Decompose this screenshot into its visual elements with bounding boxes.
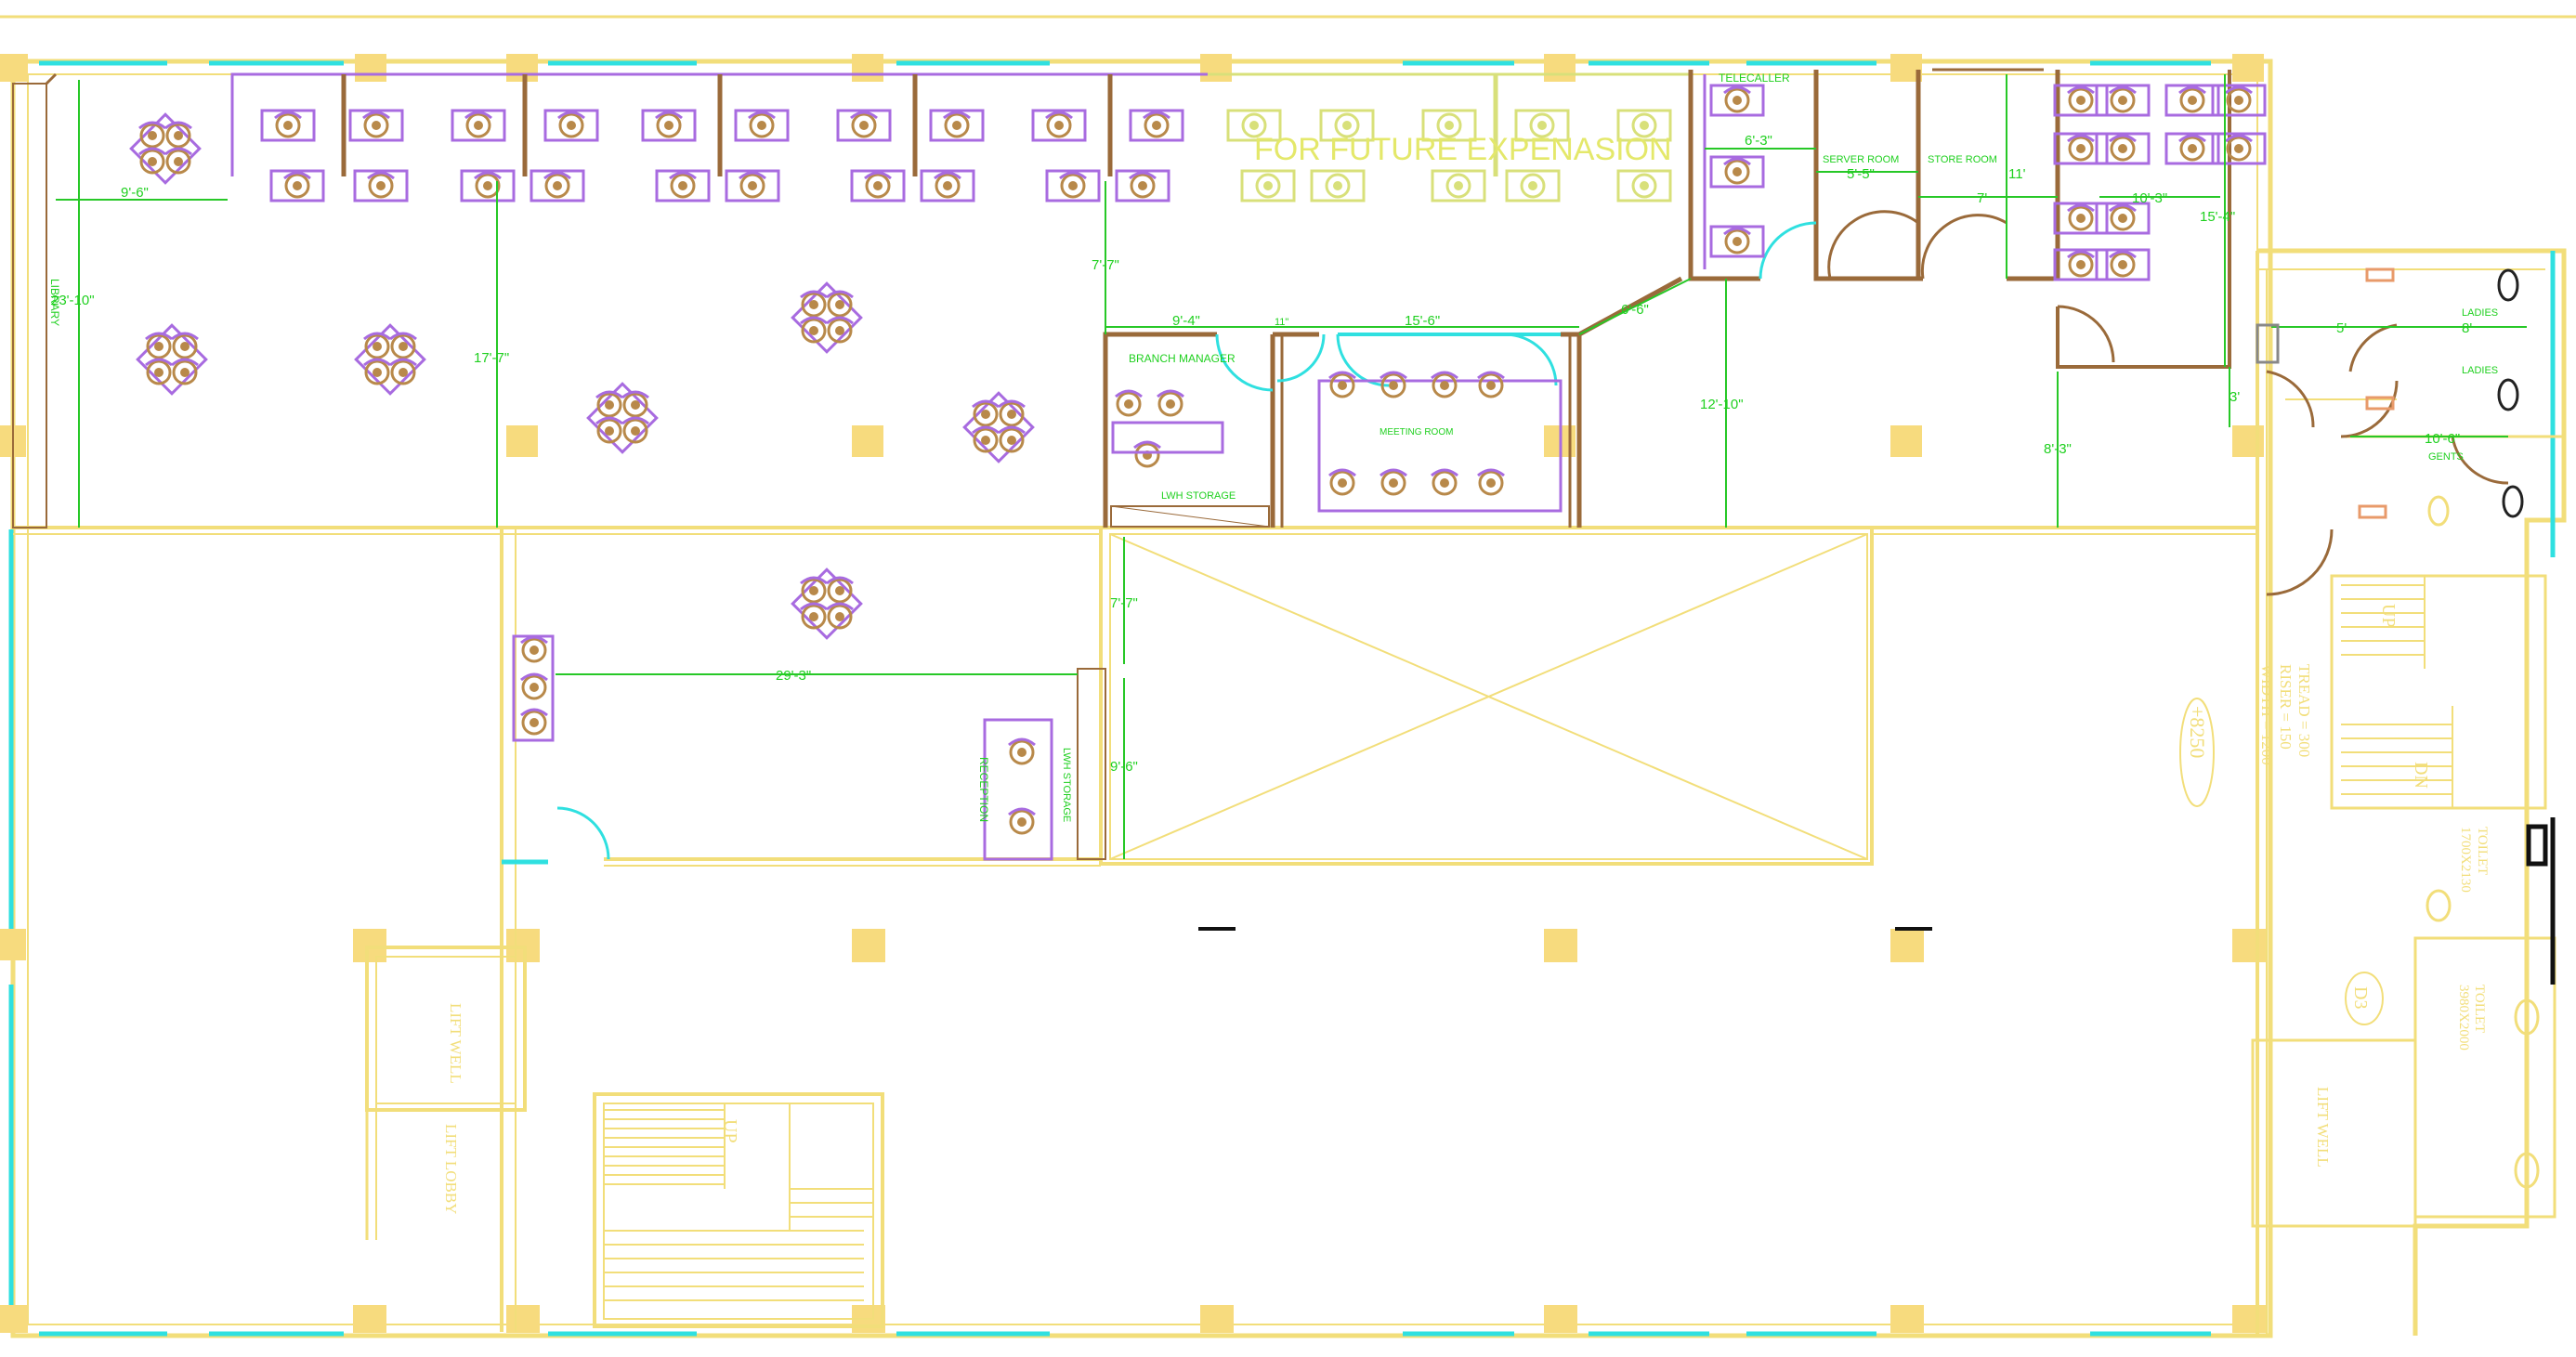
- telecaller-label: TELECALLER: [1719, 72, 1790, 85]
- library-label: LIBRARY: [48, 279, 61, 326]
- lift-well-label-1: LIFT WELL: [447, 1003, 464, 1084]
- dim-east-cluster-depth: 15'-4": [2200, 209, 2235, 225]
- dim-shaft-upper: 7'-7": [1110, 595, 1138, 611]
- branch-manager-label: BRANCH MANAGER: [1129, 352, 1236, 365]
- stair-riser-note: RISER = 150: [2277, 664, 2295, 750]
- dim-reception-span: 29'-3": [776, 668, 811, 684]
- gents-label: GENTS: [2428, 451, 2464, 463]
- bm-storage-label: LWH STORAGE: [1161, 490, 1236, 502]
- partitions: [12, 68, 2231, 861]
- level-label: +8250: [2186, 706, 2209, 758]
- reception-storage-label: LWH STORAGE: [1061, 748, 1072, 822]
- meeting-room-label: MEETING ROOM: [1380, 427, 1453, 437]
- dim-server-width: 5'-5": [1847, 166, 1875, 182]
- stair-dn-label: DN: [2411, 762, 2431, 789]
- door-tag: D3: [2350, 986, 2371, 1009]
- ladies-label-1: LADIES: [2462, 307, 2498, 319]
- stair-up-label-left: UP: [720, 1119, 740, 1143]
- toilet-2-size: 3980X2000: [2456, 985, 2471, 1050]
- ladies-label-2: LADIES: [2462, 365, 2498, 376]
- dim-partition-gap: 11": [1275, 317, 1288, 328]
- dim-bm-offset: 7'-7": [1092, 257, 1119, 273]
- door-tag-bubble: [2345, 972, 2384, 1025]
- lift-well-label-2: LIFT WELL: [2314, 1087, 2332, 1168]
- dim-hall-depth: 17'-7": [474, 350, 509, 366]
- dim-diagonal-wall: 6'-6": [1621, 302, 1649, 318]
- toilet-fixtures: [1198, 267, 2556, 1189]
- outer-walls: [10, 59, 2567, 1338]
- dim-toilet-lobby: 5': [2336, 320, 2347, 336]
- structural-columns: [0, 54, 2266, 1333]
- glazing: [8, 60, 2556, 1337]
- dim-shaft-lower: 9'-6": [1110, 759, 1138, 775]
- level-tag: [2179, 698, 2215, 807]
- doors: [556, 210, 2509, 860]
- stair-tread-note: TREAD = 300: [2295, 664, 2313, 757]
- dimension-lines: [56, 74, 2527, 859]
- dim-corridor-depth: 12'-10": [1700, 397, 1744, 412]
- server-room-label: SERVER ROOM: [1823, 154, 1899, 165]
- dim-library-width: 9'-6": [121, 185, 149, 201]
- dim-passage: 3': [2229, 389, 2240, 405]
- dim-library-length: 23'-10": [51, 293, 95, 308]
- dimension-labels: 9'-6" 23'-10" 17'-7" 7'-7" 9'-4" 11" 15'…: [51, 133, 2472, 775]
- dim-bm-width: 9'-4": [1172, 313, 1200, 329]
- reception-label: RECEPTION: [977, 757, 990, 822]
- dim-store-depth: 11': [2008, 166, 2026, 182]
- toilet-1-label: TOILET: [2475, 827, 2490, 875]
- dim-telecaller-width: 6'-3": [1745, 133, 1772, 149]
- lift-lobby-label: LIFT LOBBY: [442, 1124, 460, 1214]
- dim-store-width: 7': [1977, 190, 1987, 206]
- workstations: [131, 85, 2265, 835]
- meeting-table: [1317, 371, 1563, 513]
- dim-ladies-width: 8': [2462, 320, 2472, 336]
- stair-width-note: WIDTH = 1200: [2258, 664, 2276, 765]
- room-labels: LIBRARY FOR FUTURE EXPENASION TELECALLER…: [48, 72, 2498, 1214]
- toilet-1-size: 1700X2130: [2458, 827, 2473, 893]
- store-room-label: STORE ROOM: [1928, 154, 1997, 165]
- dim-gents-width: 10'-6": [2425, 431, 2460, 447]
- dim-east-cluster-width: 10'-3": [2132, 190, 2167, 206]
- stair-up-label-east: UP: [2378, 604, 2399, 628]
- dim-meeting-width: 15'-6": [1405, 313, 1440, 329]
- interior-walls: [13, 251, 2564, 1336]
- dim-lower-east-depth: 8'-3": [2044, 441, 2072, 457]
- future-expansion-label: FOR FUTURE EXPENASION: [1254, 132, 1672, 167]
- toilet-2-label: TOILET: [2472, 985, 2487, 1033]
